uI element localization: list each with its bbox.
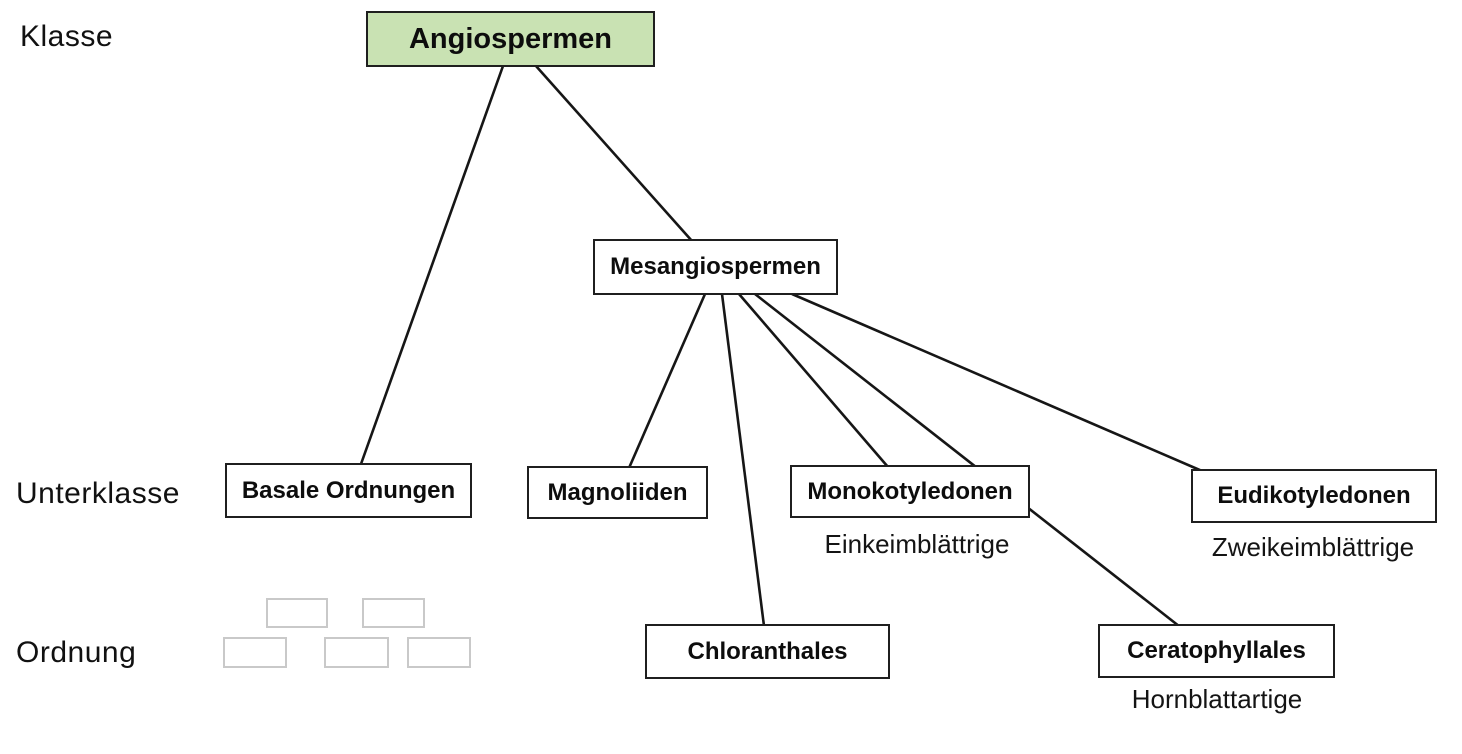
sublabel-hornblattartige: Hornblattartige [1131,684,1303,714]
edge-mesangiospermen-chloranthales [720,293,766,627]
sublabel-einkeimblaettrige: Einkeimblättrige [824,529,1010,559]
placeholder-box [223,637,287,668]
node-monokotyledonen: Monokotyledonen [790,465,1030,518]
edge-mesangiospermen-ceratophyllales [754,292,1185,632]
edge-angiospermen-basale-ordnungen [359,65,505,465]
node-magnoliiden: Magnoliiden [527,466,708,519]
placeholder-box [407,637,471,668]
node-angiospermen: Angiospermen [366,11,655,67]
rank-label-unterklasse: Unterklasse [16,477,180,510]
node-basale-ordnungen: Basale Ordnungen [225,463,472,518]
edge-angiospermen-mesangiospermen [535,65,693,242]
rank-label-ordnung: Ordnung [16,636,137,669]
sublabel-zweikeimblaettrige: Zweikeimblättrige [1211,532,1415,562]
edge-mesangiospermen-eudikotyledonen [791,292,1210,476]
node-eudikotyledonen: Eudikotyledonen [1191,469,1437,523]
node-mesangiospermen: Mesangiospermen [593,239,838,295]
edge-mesangiospermen-magnoliiden [627,293,707,469]
placeholder-box [324,637,389,668]
node-ceratophyllales: Ceratophyllales [1098,624,1335,678]
placeholder-box [362,598,425,628]
node-chloranthales: Chloranthales [645,624,890,679]
rank-label-klasse: Klasse [20,20,114,53]
placeholder-box [266,598,328,628]
edge-mesangiospermen-monokotyledonen [738,293,889,468]
